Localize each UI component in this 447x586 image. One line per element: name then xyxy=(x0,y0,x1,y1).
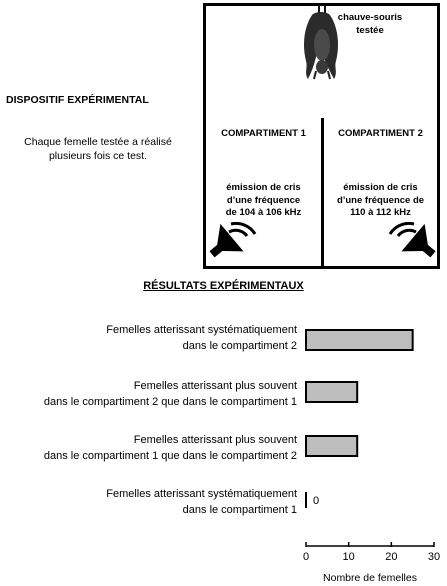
emission-line: 110 à 112 kHz xyxy=(350,207,411,218)
speaker-icon xyxy=(388,222,436,258)
x-axis-title: Nombre de femelles xyxy=(323,572,417,584)
setup-note: Chaque femelle testée a réalisé plusieur… xyxy=(0,135,196,163)
category-label: Femelles atterissant plus souvent dans l… xyxy=(0,432,297,464)
bat-label: chauve-souris testée xyxy=(330,11,410,37)
emission-line: de 104 à 106 kHz xyxy=(225,207,302,218)
emission-line: émission de cris xyxy=(343,182,418,193)
category-label-line: dans le compartiment 1 xyxy=(182,504,297,516)
setup-note-line: Chaque femelle testée a réalisé xyxy=(24,136,172,148)
bar xyxy=(305,435,359,457)
bat-label-line: chauve-souris xyxy=(337,12,403,23)
bar-chart: 0 0 10 20 30 xyxy=(303,329,440,563)
category-label-line: Femelles atterissant systématiquement xyxy=(106,488,297,500)
emission-line: émission de cris xyxy=(226,182,301,193)
category-label-line: Femelles atterissant systématiquement xyxy=(106,324,297,336)
bar-value-label: 0 xyxy=(313,495,319,507)
emission-line: d’une fréquence de xyxy=(336,194,425,206)
category-label: Femelles atterissant systématiquement da… xyxy=(0,486,297,518)
compartment-1-emission: émission de cris d’une fréquence de 104 … xyxy=(206,182,321,220)
results-title: RÉSULTATS EXPÉRIMENTAUX xyxy=(143,280,304,292)
category-label: Femelles atterissant systématiquement da… xyxy=(0,322,297,354)
x-tick-label: 0 xyxy=(303,551,309,563)
category-label-line: Femelles atterissant plus souvent xyxy=(133,380,297,392)
bat-icon xyxy=(304,5,338,80)
category-label-line: Femelles atterissant plus souvent xyxy=(133,434,297,446)
x-tick-label: 20 xyxy=(385,551,397,563)
emission-line: d’une fréquence xyxy=(226,194,301,206)
bar xyxy=(305,329,414,351)
compartment-1-label: COMPARTIMENT 1 xyxy=(221,128,306,139)
bat-label-line: testée xyxy=(356,25,384,36)
category-label-line: dans le compartiment 2 que dans le compa… xyxy=(43,396,297,408)
x-tick-label: 10 xyxy=(343,551,355,563)
setup-note-line: plusieurs fois ce test. xyxy=(48,150,148,162)
category-label: Femelles atterissant plus souvent dans l… xyxy=(0,378,297,410)
category-label-line: dans le compartiment 1 que dans le compa… xyxy=(43,450,297,462)
compartment-2-label: COMPARTIMENT 2 xyxy=(338,128,423,139)
x-tick-label: 30 xyxy=(428,551,440,563)
compartment-2-emission: émission de cris d’une fréquence de 110 … xyxy=(324,182,437,220)
category-label-line: dans le compartiment 2 xyxy=(182,340,297,352)
setup-title: DISPOSITIF EXPÉRIMENTAL xyxy=(6,94,149,106)
speaker-icon xyxy=(209,222,257,258)
bar xyxy=(305,381,359,403)
compartment-divider xyxy=(321,118,324,269)
